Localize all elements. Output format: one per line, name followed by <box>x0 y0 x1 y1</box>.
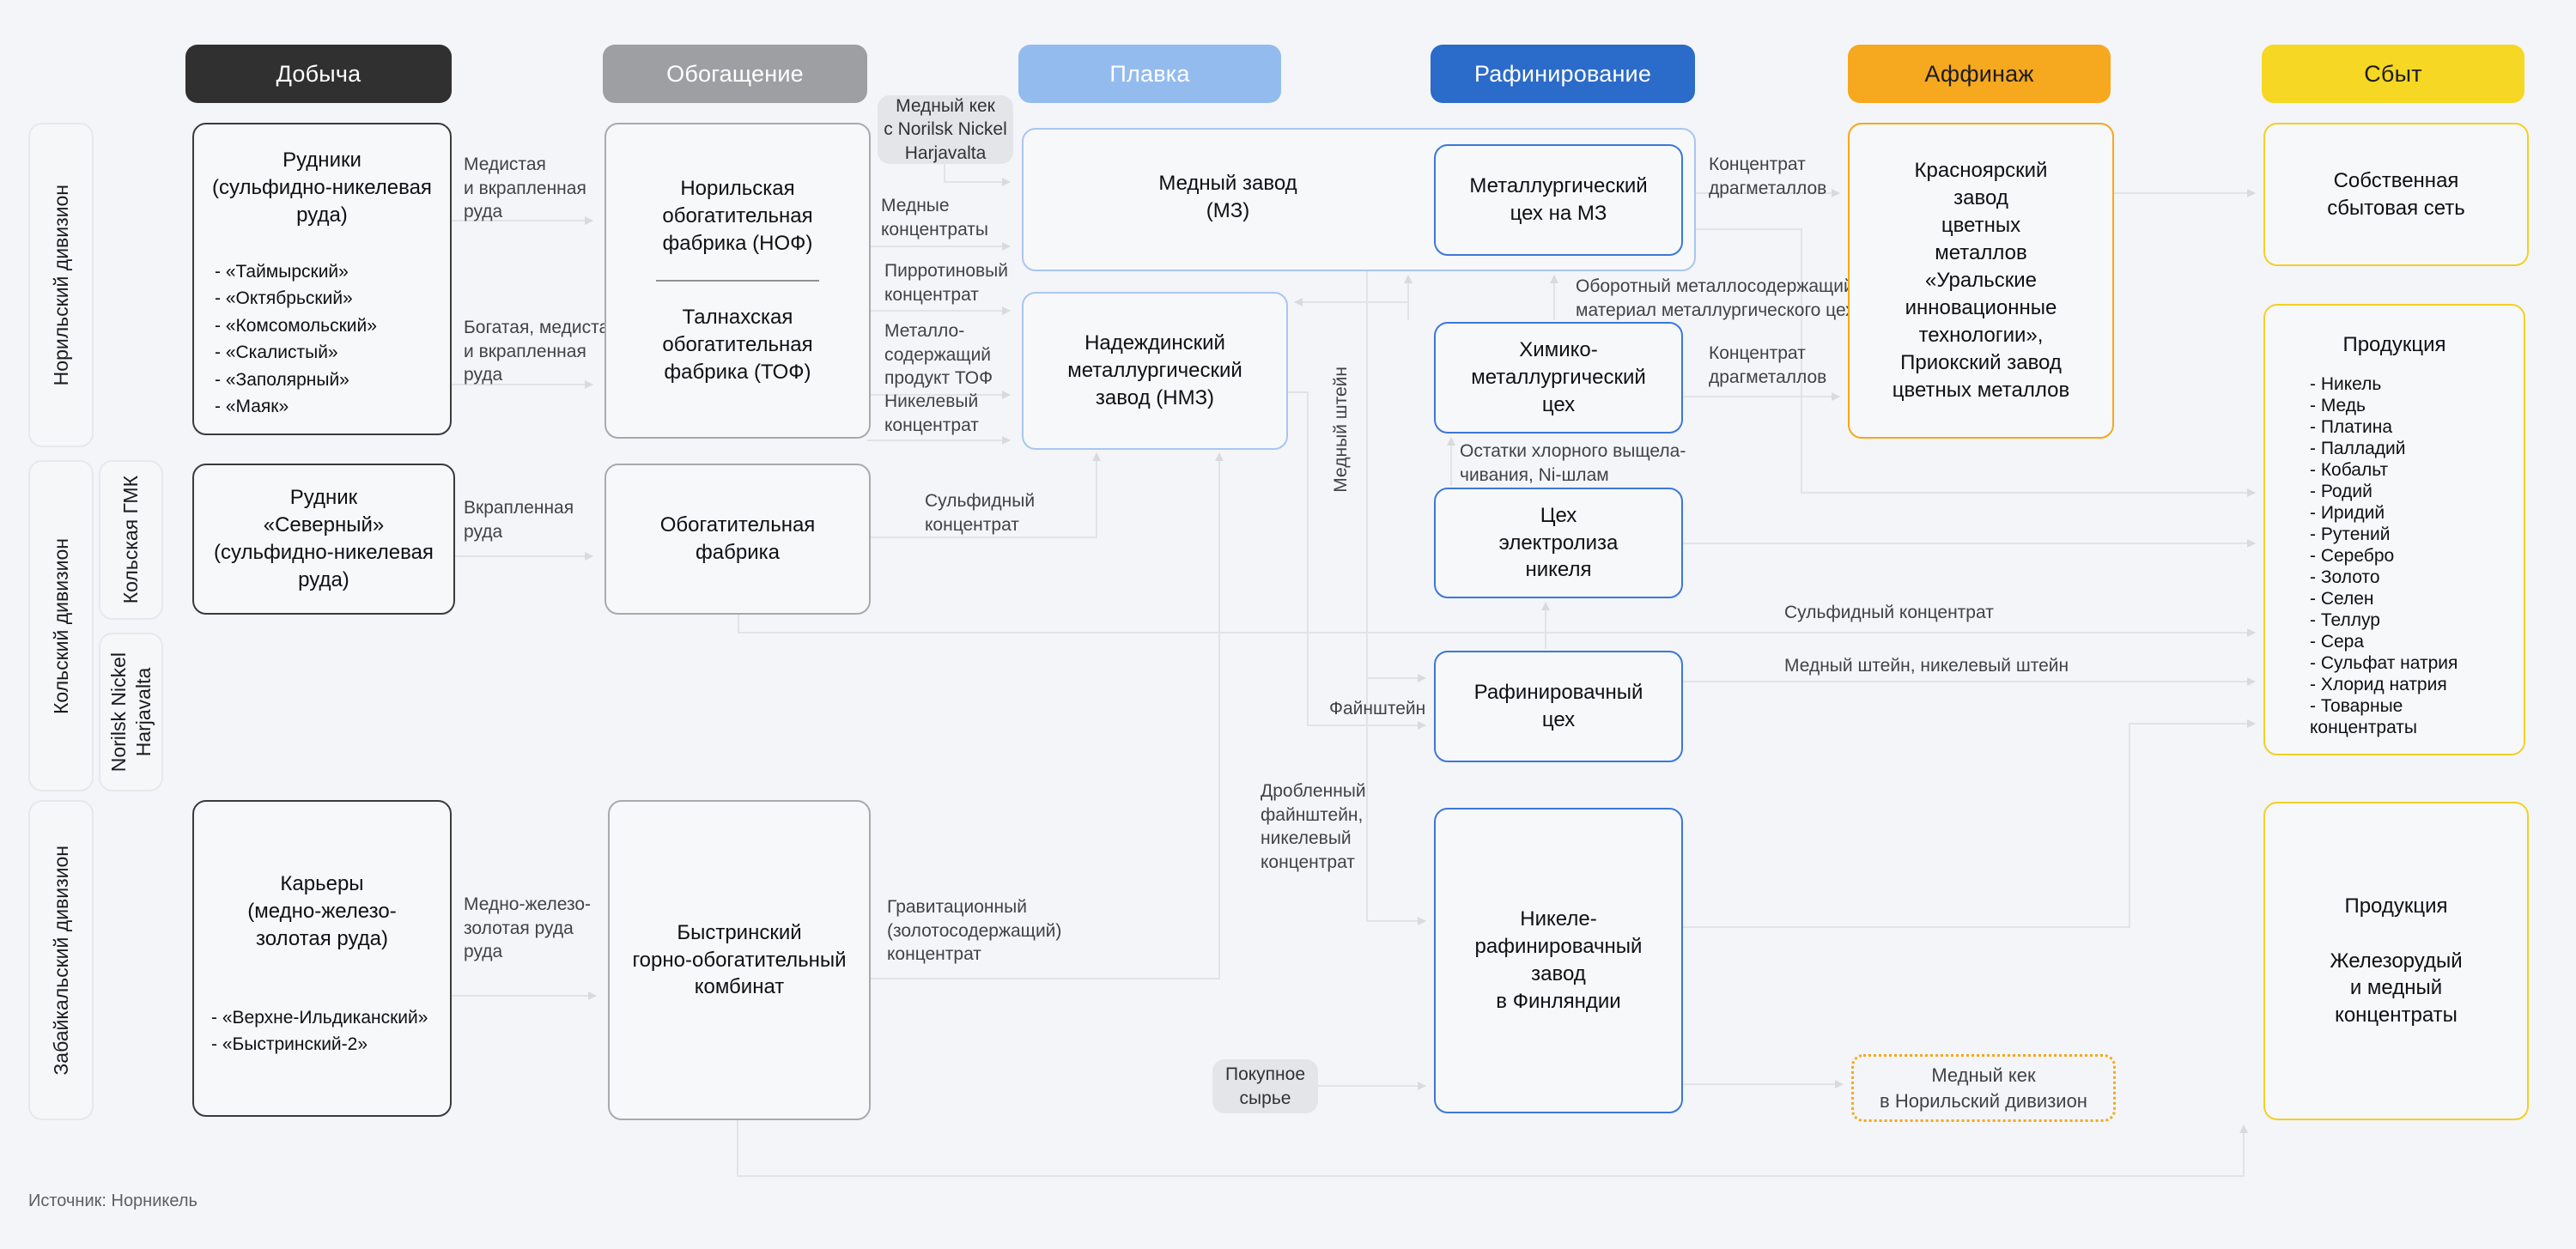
label-droblenny: Дробленный файнштейн, никелевый концентр… <box>1261 781 1366 873</box>
node-nof: Норильская обогатительная фабрика (НОФ) <box>662 177 813 256</box>
label-pirrotinovy: Пирротиновый концентрат <box>884 261 1009 305</box>
node-rudnik-severny: Рудник «Северный» (сульфидно-никелевая р… <box>192 464 455 615</box>
division-kola: Кольский дивизион <box>28 460 94 791</box>
label-medny-shtein: Медный штейн <box>1322 343 1360 515</box>
label-kontsentrat-drag-2: Концентрат драгметаллов <box>1709 343 1827 387</box>
division-kola-gmk-label: Кольская ГМК <box>119 476 143 604</box>
node-medny-zavod-label: Медный завод (МЗ) <box>1158 172 1297 222</box>
division-norilsk: Норильский дивизион <box>28 123 94 447</box>
node-nof-tof: Норильская обогатительная фабрика (НОФ) … <box>605 123 871 439</box>
node-produktsiya-title: Продукция <box>2342 333 2446 356</box>
flow-sulfidny-long <box>738 611 2256 637</box>
label-metallosoderzhashchy: Металло- содержащий продукт ТОФ <box>884 321 993 389</box>
label-sulfidny-long: Сульфидный концентрат <box>1784 603 1994 622</box>
flow-fainshtein <box>1288 391 1426 730</box>
node-medny-kek-norilsk: Медный кек в Норильский дивизион <box>1851 1054 2116 1122</box>
flow-finland-produktsiya <box>1680 719 2256 928</box>
node-nikel-zavod-finland: Никеле- рафинировачный завод в Финляндии <box>1434 808 1683 1113</box>
node-kariery-title: Карьеры (медно-железо- золотая руда) <box>247 872 397 950</box>
label-oborotny: Оборотный металлосодержащий материал мет… <box>1576 276 1865 320</box>
label-sulfidny-kola: Сульфидный концентрат <box>925 491 1036 535</box>
node-rudniki-title: Рудники (сульфидно-никелевая руда) <box>212 149 432 227</box>
node-produktsiya2: Продукция Железорудый и медный концентра… <box>2263 802 2529 1120</box>
node-nmz: Надеждинский металлургический завод (НМЗ… <box>1022 292 1288 450</box>
division-zabaikalsky-label: Забайкальский дивизион <box>49 845 72 1076</box>
header-plavka: Плавка <box>1018 45 1281 103</box>
flow-medny-kek-harjavalta <box>944 164 1011 186</box>
node-krasnoyarsk: Красноярский завод цветных металлов «Ура… <box>1848 123 2114 439</box>
header-dobycha: Добыча <box>185 45 452 103</box>
flow-bystrinsky-produktsiya <box>737 1117 2248 1177</box>
label-nikelevy-kontsentrat: Никелевый концентрат <box>884 391 979 435</box>
flow-medny-shtein-down <box>1366 268 1426 925</box>
division-norilsk-label: Норильский дивизион <box>49 184 72 386</box>
header-obogashchenie: Обогащение <box>603 45 867 103</box>
division-harjavalta: Norilsk Nickel Harjavalta <box>99 633 163 791</box>
flow-sulfidny-kola <box>867 452 1101 538</box>
header-sbyt: Сбыт <box>2262 45 2524 103</box>
flow-mz-produktsiya <box>1692 228 2256 497</box>
division-harjavalta-label: Norilsk Nickel Harjavalta <box>106 652 155 773</box>
header-affinazh: Аффинаж <box>1848 45 2111 103</box>
node-rudniki: Рудники (сульфидно-никелевая руда) - «Та… <box>192 123 452 435</box>
label-vkraplennaya-ruda: Вкрапленная руда <box>464 498 574 542</box>
node-bystrinsky: Быстринский горно-обогатительный комбина… <box>608 800 871 1120</box>
node-obog-fabrika: Обогатительная фабрика <box>605 464 871 615</box>
node-kariery: Карьеры (медно-железо- золотая руда) - «… <box>192 800 452 1117</box>
label-medistaya-ruda: Медистая и вкрапленная руда <box>464 155 586 222</box>
node-tof: Талнахская обогатительная фабрика (ТОФ) <box>662 306 813 384</box>
division-kola-gmk: Кольская ГМК <box>99 460 163 620</box>
nof-tof-divider <box>656 280 819 282</box>
label-mednye-kontsentraty: Медные концентраты <box>881 196 988 239</box>
label-bogataya-ruda: Богатая, медистая и вкрапленная руда <box>464 318 619 385</box>
label-ostatki: Остатки хлорного выщела- чивания, Ni-шла… <box>1460 441 1686 485</box>
node-pokupnoe-syrye: Покупное сырье <box>1212 1059 1318 1113</box>
node-medny-kek-harjavalta: Медный кек с Norilsk Nickel Harjavalta <box>878 95 1013 164</box>
node-produktsiya: Продукция - Никель - Медь - Платина - Па… <box>2263 304 2525 755</box>
node-rafinirovochny-tseh: Рафинировачный цех <box>1434 651 1683 762</box>
label-medno-zhelezo-ruda: Медно-железо- золотая руда руда <box>464 894 592 962</box>
source-note: Источник: Норникель <box>28 1191 197 1210</box>
node-produktsiya-items: - Никель - Медь - Платина - Палладий - К… <box>2310 373 2458 737</box>
division-kola-label: Кольский дивизион <box>49 537 72 714</box>
header-rafinirovanie: Рафинирование <box>1431 45 1695 103</box>
label-medny-nikelevy-shtein: Медный штейн, никелевый штейн <box>1784 656 2069 676</box>
flow-gravitatsionny <box>867 452 1224 979</box>
label-fainshtein: Файнштейн <box>1329 699 1426 718</box>
node-met-tseh-mz: Металлургический цех на МЗ <box>1434 144 1683 256</box>
node-sbyt-set: Собственная сбытовая сеть <box>2263 123 2529 266</box>
node-him-met-tseh: Химико- металлургический цех <box>1434 322 1683 434</box>
label-kontsentrat-drag-1: Концентрат драгметаллов <box>1709 155 1827 198</box>
node-rudniki-items: - «Таймырский» - «Октябрьский» - «Комсом… <box>215 261 377 417</box>
label-medny-shtein-text: Медный штейн <box>1331 366 1351 493</box>
node-kariery-items: - «Верхне-Ильдиканский» - «Быстринский-2… <box>211 1007 428 1055</box>
node-tseh-elektroliza: Цех электролиза никеля <box>1434 488 1683 598</box>
label-gravitatsionny: Гравитационный (золотосодержащий) концен… <box>887 897 1062 965</box>
division-zabaikalsky: Забайкальский дивизион <box>28 800 94 1120</box>
